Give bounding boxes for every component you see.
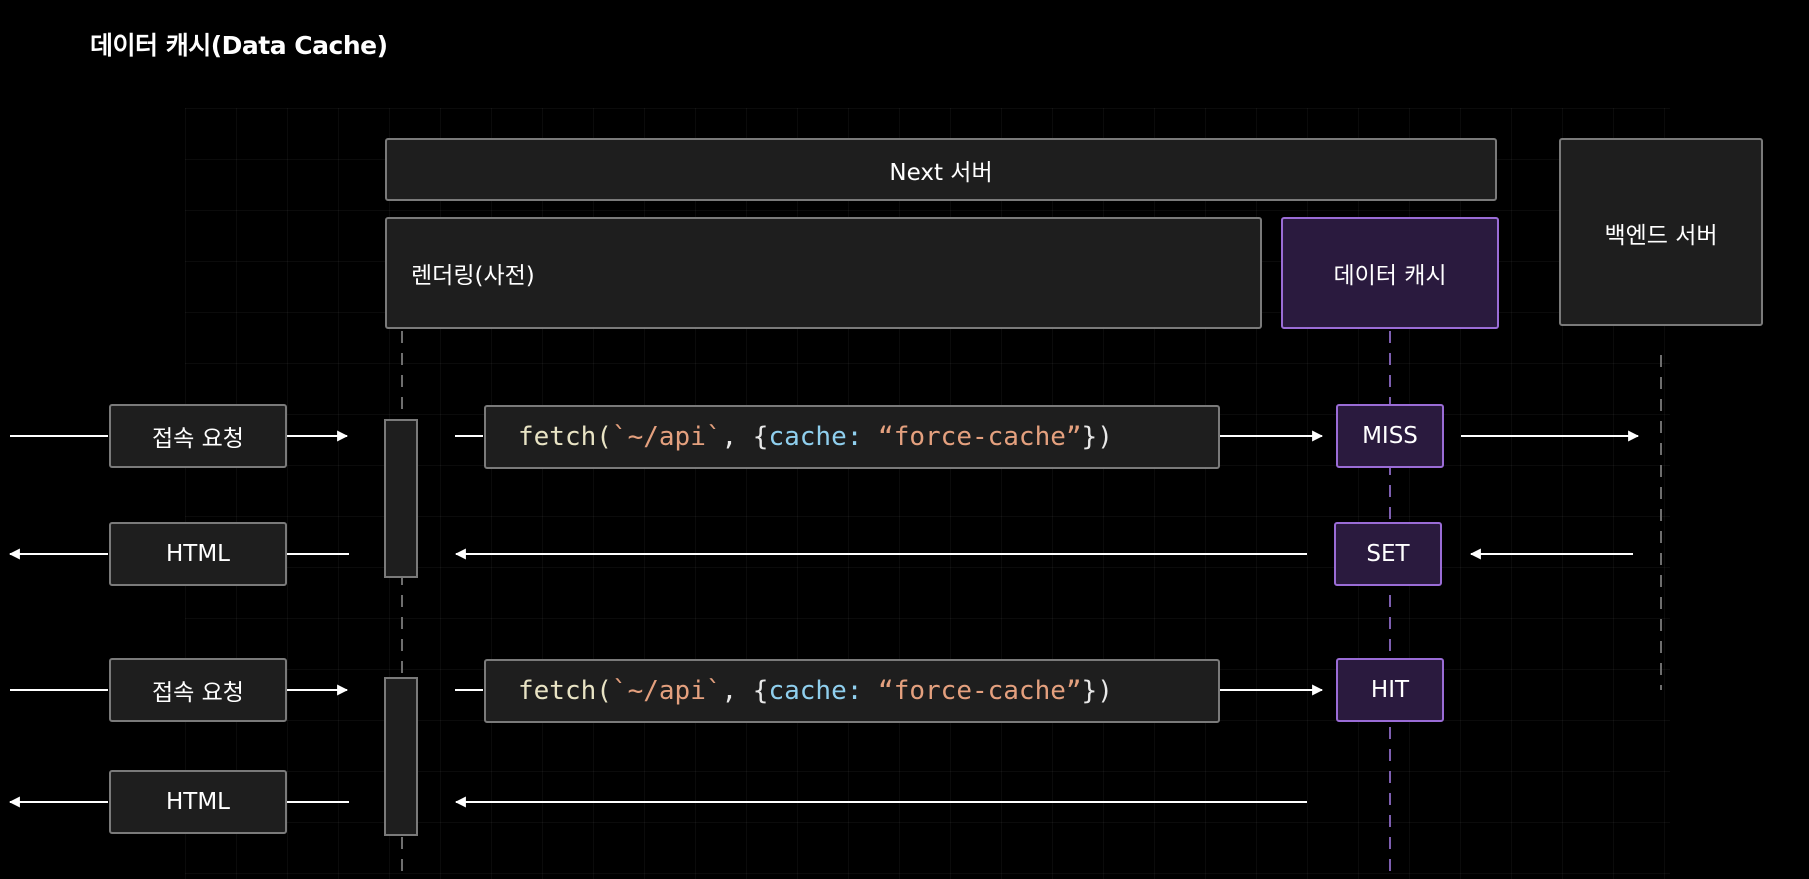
- activation-bar-1: [384, 419, 418, 578]
- fetch-option-value: “force-cache”: [878, 422, 1082, 452]
- data-cache-box: 데이터 캐시: [1281, 217, 1499, 329]
- fetch-fn: fetch(: [518, 422, 612, 452]
- cache-miss-box: MISS: [1336, 404, 1444, 468]
- activation-bar-2: [384, 677, 418, 836]
- fetch-call-box-2: fetch(`~/api`, {cache: “force-cache”}): [484, 659, 1220, 723]
- rendering-box: 렌더링(사전): [385, 217, 1262, 329]
- fetch-fn: fetch(: [518, 676, 612, 706]
- fetch-call-box-1: fetch(`~/api`, {cache: “force-cache”}): [484, 405, 1220, 469]
- backend-server-box: 백엔드 서버: [1559, 138, 1763, 326]
- fetch-end: }): [1081, 676, 1113, 706]
- html-label-2: HTML: [109, 770, 287, 834]
- cache-hit-box: HIT: [1336, 658, 1444, 722]
- next-server-box: Next 서버: [385, 138, 1497, 201]
- fetch-option-key: cache:: [768, 422, 863, 452]
- fetch-end: }): [1081, 422, 1113, 452]
- fetch-sep: , {: [721, 422, 769, 452]
- fetch-url: `~/api`: [611, 676, 722, 706]
- fetch-option-value: “force-cache”: [878, 676, 1082, 706]
- backend-server-label: 백엔드 서버: [1604, 223, 1718, 249]
- request-label-1: 접속 요청: [109, 404, 287, 468]
- cache-set-box: SET: [1334, 522, 1442, 586]
- fetch-sep: , {: [721, 676, 769, 706]
- fetch-option-key: cache:: [768, 676, 863, 706]
- request-label-2: 접속 요청: [109, 658, 287, 722]
- fetch-url: `~/api`: [611, 422, 722, 452]
- diagram-title: 데이터 캐시(Data Cache): [90, 31, 388, 60]
- html-label-1: HTML: [109, 522, 287, 586]
